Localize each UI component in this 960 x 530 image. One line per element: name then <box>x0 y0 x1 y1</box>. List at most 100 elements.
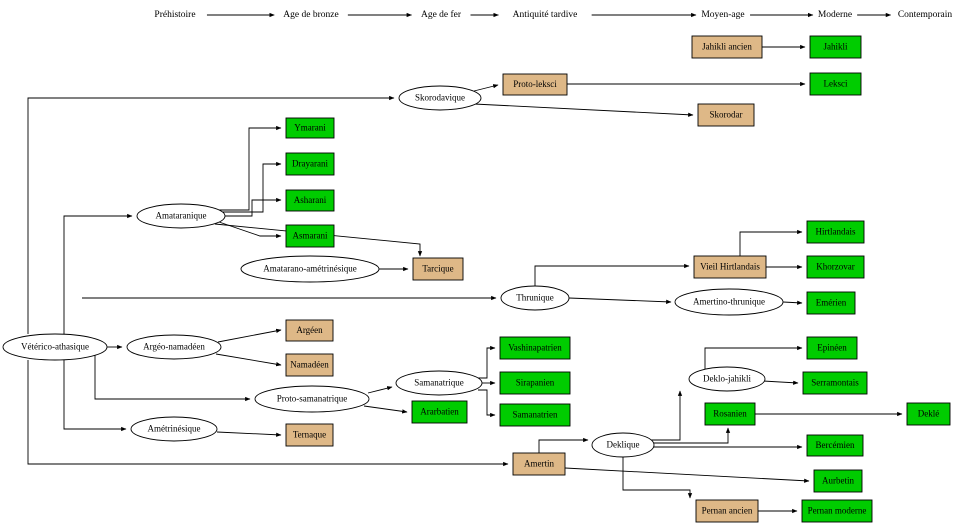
node-skorodar[interactable]: Skorodar <box>697 103 755 127</box>
node-pernan-moderne[interactable]: Pernan moderne <box>801 499 873 523</box>
node-label-amertin: Amertin <box>524 459 554 469</box>
node-shape-sirapanien[interactable] <box>499 371 571 395</box>
node-namadeen[interactable]: Namadéen <box>285 353 334 377</box>
node-shape-drayarani[interactable] <box>285 152 335 176</box>
node-leksci[interactable]: Leksci <box>809 72 862 96</box>
node-emerien[interactable]: Emérien <box>806 291 856 315</box>
node-shape-thrunique[interactable] <box>500 285 570 311</box>
node-samanatrique[interactable]: Samanatrique <box>395 370 483 396</box>
node-shape-pernan-moderne[interactable] <box>801 499 873 523</box>
node-proto-samanatrique[interactable]: Proto-samanatrique <box>254 385 370 413</box>
node-label-amataranique: Amataranique <box>156 211 207 221</box>
node-jahikli-ancien[interactable]: Jahikli ancien <box>691 35 763 59</box>
node-skorodavique[interactable]: Skorodavique <box>398 85 482 111</box>
node-shape-ararbatien[interactable] <box>411 400 468 424</box>
node-shape-ymarani[interactable] <box>285 117 335 139</box>
node-shape-emerien[interactable] <box>806 291 856 315</box>
node-shape-amertin[interactable] <box>512 452 566 476</box>
node-shape-hirtlandais[interactable] <box>806 220 865 244</box>
node-shape-vetherico-athasique[interactable] <box>2 333 108 361</box>
node-deklique[interactable]: Deklique <box>591 432 655 458</box>
node-shape-deklique[interactable] <box>591 432 655 458</box>
node-ymarani[interactable]: Ymarani <box>285 117 335 139</box>
node-argeen[interactable]: Argéen <box>285 319 334 342</box>
node-shape-argeen[interactable] <box>285 319 334 342</box>
node-shape-leksci[interactable] <box>809 72 862 96</box>
node-shape-epineen[interactable] <box>806 336 858 360</box>
node-hirtlandais[interactable]: Hirtlandais <box>806 220 865 244</box>
node-label-aurbetin: Aurbetin <box>822 476 854 486</box>
node-label-epineen: Epinéen <box>817 343 847 353</box>
node-khorzovar[interactable]: Khorzovar <box>806 255 865 279</box>
node-asharani[interactable]: Asharani <box>285 189 335 212</box>
node-label-thrunique: Thrunique <box>516 293 554 303</box>
node-shape-proto-leksci[interactable] <box>502 73 568 96</box>
node-shape-jahikli[interactable] <box>809 35 862 59</box>
node-ararbatien[interactable]: Ararbatien <box>411 400 468 424</box>
node-pernan-ancien[interactable]: Pernan ancien <box>695 499 759 523</box>
node-tarcique[interactable]: Tarcique <box>412 257 464 281</box>
node-shape-vashinapatrien[interactable] <box>499 336 571 360</box>
node-dekle[interactable]: Deklé <box>906 402 951 426</box>
node-vashinapatrien[interactable]: Vashinapatrien <box>499 336 571 360</box>
node-asmarani[interactable]: Asmarani <box>285 224 335 248</box>
node-amataranique[interactable]: Amataranique <box>136 203 226 229</box>
node-proto-leksci[interactable]: Proto-leksci <box>502 73 568 96</box>
node-epineen[interactable]: Epinéen <box>806 336 858 360</box>
node-amatarano-ametrinesique[interactable]: Amatarano-amétrinésique <box>240 255 380 283</box>
node-shape-vieil-hirtlandais[interactable] <box>693 255 767 279</box>
node-shape-tarcique[interactable] <box>412 257 464 281</box>
node-shape-pernan-ancien[interactable] <box>695 499 759 523</box>
node-shape-jahikli-ancien[interactable] <box>691 35 763 59</box>
node-shape-asharani[interactable] <box>285 189 335 212</box>
node-shape-deklo-jahikli[interactable] <box>688 366 766 392</box>
node-jahikli[interactable]: Jahikli <box>809 35 862 59</box>
edge-amertin-to-deklique <box>538 437 589 453</box>
node-amertino-thrunique[interactable]: Amertino-thrunique <box>674 288 784 316</box>
node-drayarani[interactable]: Drayarani <box>285 152 335 176</box>
node-samanatrien[interactable]: Samanatrien <box>499 403 571 427</box>
node-shape-khorzovar[interactable] <box>806 255 865 279</box>
node-label-pernan-ancien: Pernan ancien <box>702 506 753 516</box>
node-shape-ternaque[interactable] <box>285 423 334 447</box>
node-shape-samanatrique[interactable] <box>395 370 483 396</box>
node-argeo-namadeen[interactable]: Argéo-namadéen <box>126 334 222 360</box>
node-vieil-hirtlandais[interactable]: Vieil Hirtlandais <box>693 255 767 279</box>
edge-deklique-to-rosanien <box>653 427 731 444</box>
node-label-samanatrien: Samanatrien <box>513 410 558 420</box>
node-ternaque[interactable]: Ternaque <box>285 423 334 447</box>
node-thrunique[interactable]: Thrunique <box>500 285 570 311</box>
node-shape-amatarano-ametrinesique[interactable] <box>240 255 380 283</box>
node-vetherico-athasique[interactable]: Vétérico-athasique <box>2 333 108 361</box>
node-label-tarcique: Tarcique <box>422 264 453 274</box>
node-shape-ametrinesique[interactable] <box>130 416 218 442</box>
node-serramontais[interactable]: Serramontais <box>802 371 868 395</box>
edge-vetherico-athasique-to-proto-samanatrique <box>94 340 251 402</box>
node-shape-bercemien[interactable] <box>806 434 864 457</box>
node-label-hirtlandais: Hirtlandais <box>816 227 856 237</box>
node-shape-serramontais[interactable] <box>802 371 868 395</box>
node-shape-rosanien[interactable] <box>704 402 756 426</box>
node-shape-skorodavique[interactable] <box>398 85 482 111</box>
node-shape-amataranique[interactable] <box>136 203 226 229</box>
node-rosanien[interactable]: Rosanien <box>704 402 756 426</box>
node-shape-argeo-namadeen[interactable] <box>126 334 222 360</box>
node-sirapanien[interactable]: Sirapanien <box>499 371 571 395</box>
node-shape-amertino-thrunique[interactable] <box>674 288 784 316</box>
node-shape-skorodar[interactable] <box>697 103 755 127</box>
era-label-antiquite-tardive: Antiquité tardive <box>513 10 578 20</box>
node-ametrinesique[interactable]: Amétrinésique <box>130 416 218 442</box>
edge-vetherico-athasique-to-ametrinesique <box>63 359 127 432</box>
node-deklo-jahikli[interactable]: Deklo-jahikli <box>688 366 766 392</box>
node-label-ararbatien: Ararbatien <box>420 407 459 417</box>
node-shape-namadeen[interactable] <box>285 353 334 377</box>
node-shape-proto-samanatrique[interactable] <box>254 385 370 413</box>
node-shape-dekle[interactable] <box>906 402 951 426</box>
node-aurbetin[interactable]: Aurbetin <box>813 469 863 493</box>
node-amertin[interactable]: Amertin <box>512 452 566 476</box>
node-bercemien[interactable]: Bercémien <box>806 434 864 457</box>
node-label-namadeen: Namadéen <box>290 360 329 370</box>
node-shape-asmarani[interactable] <box>285 224 335 248</box>
node-shape-aurbetin[interactable] <box>813 469 863 493</box>
node-shape-samanatrien[interactable] <box>499 403 571 427</box>
